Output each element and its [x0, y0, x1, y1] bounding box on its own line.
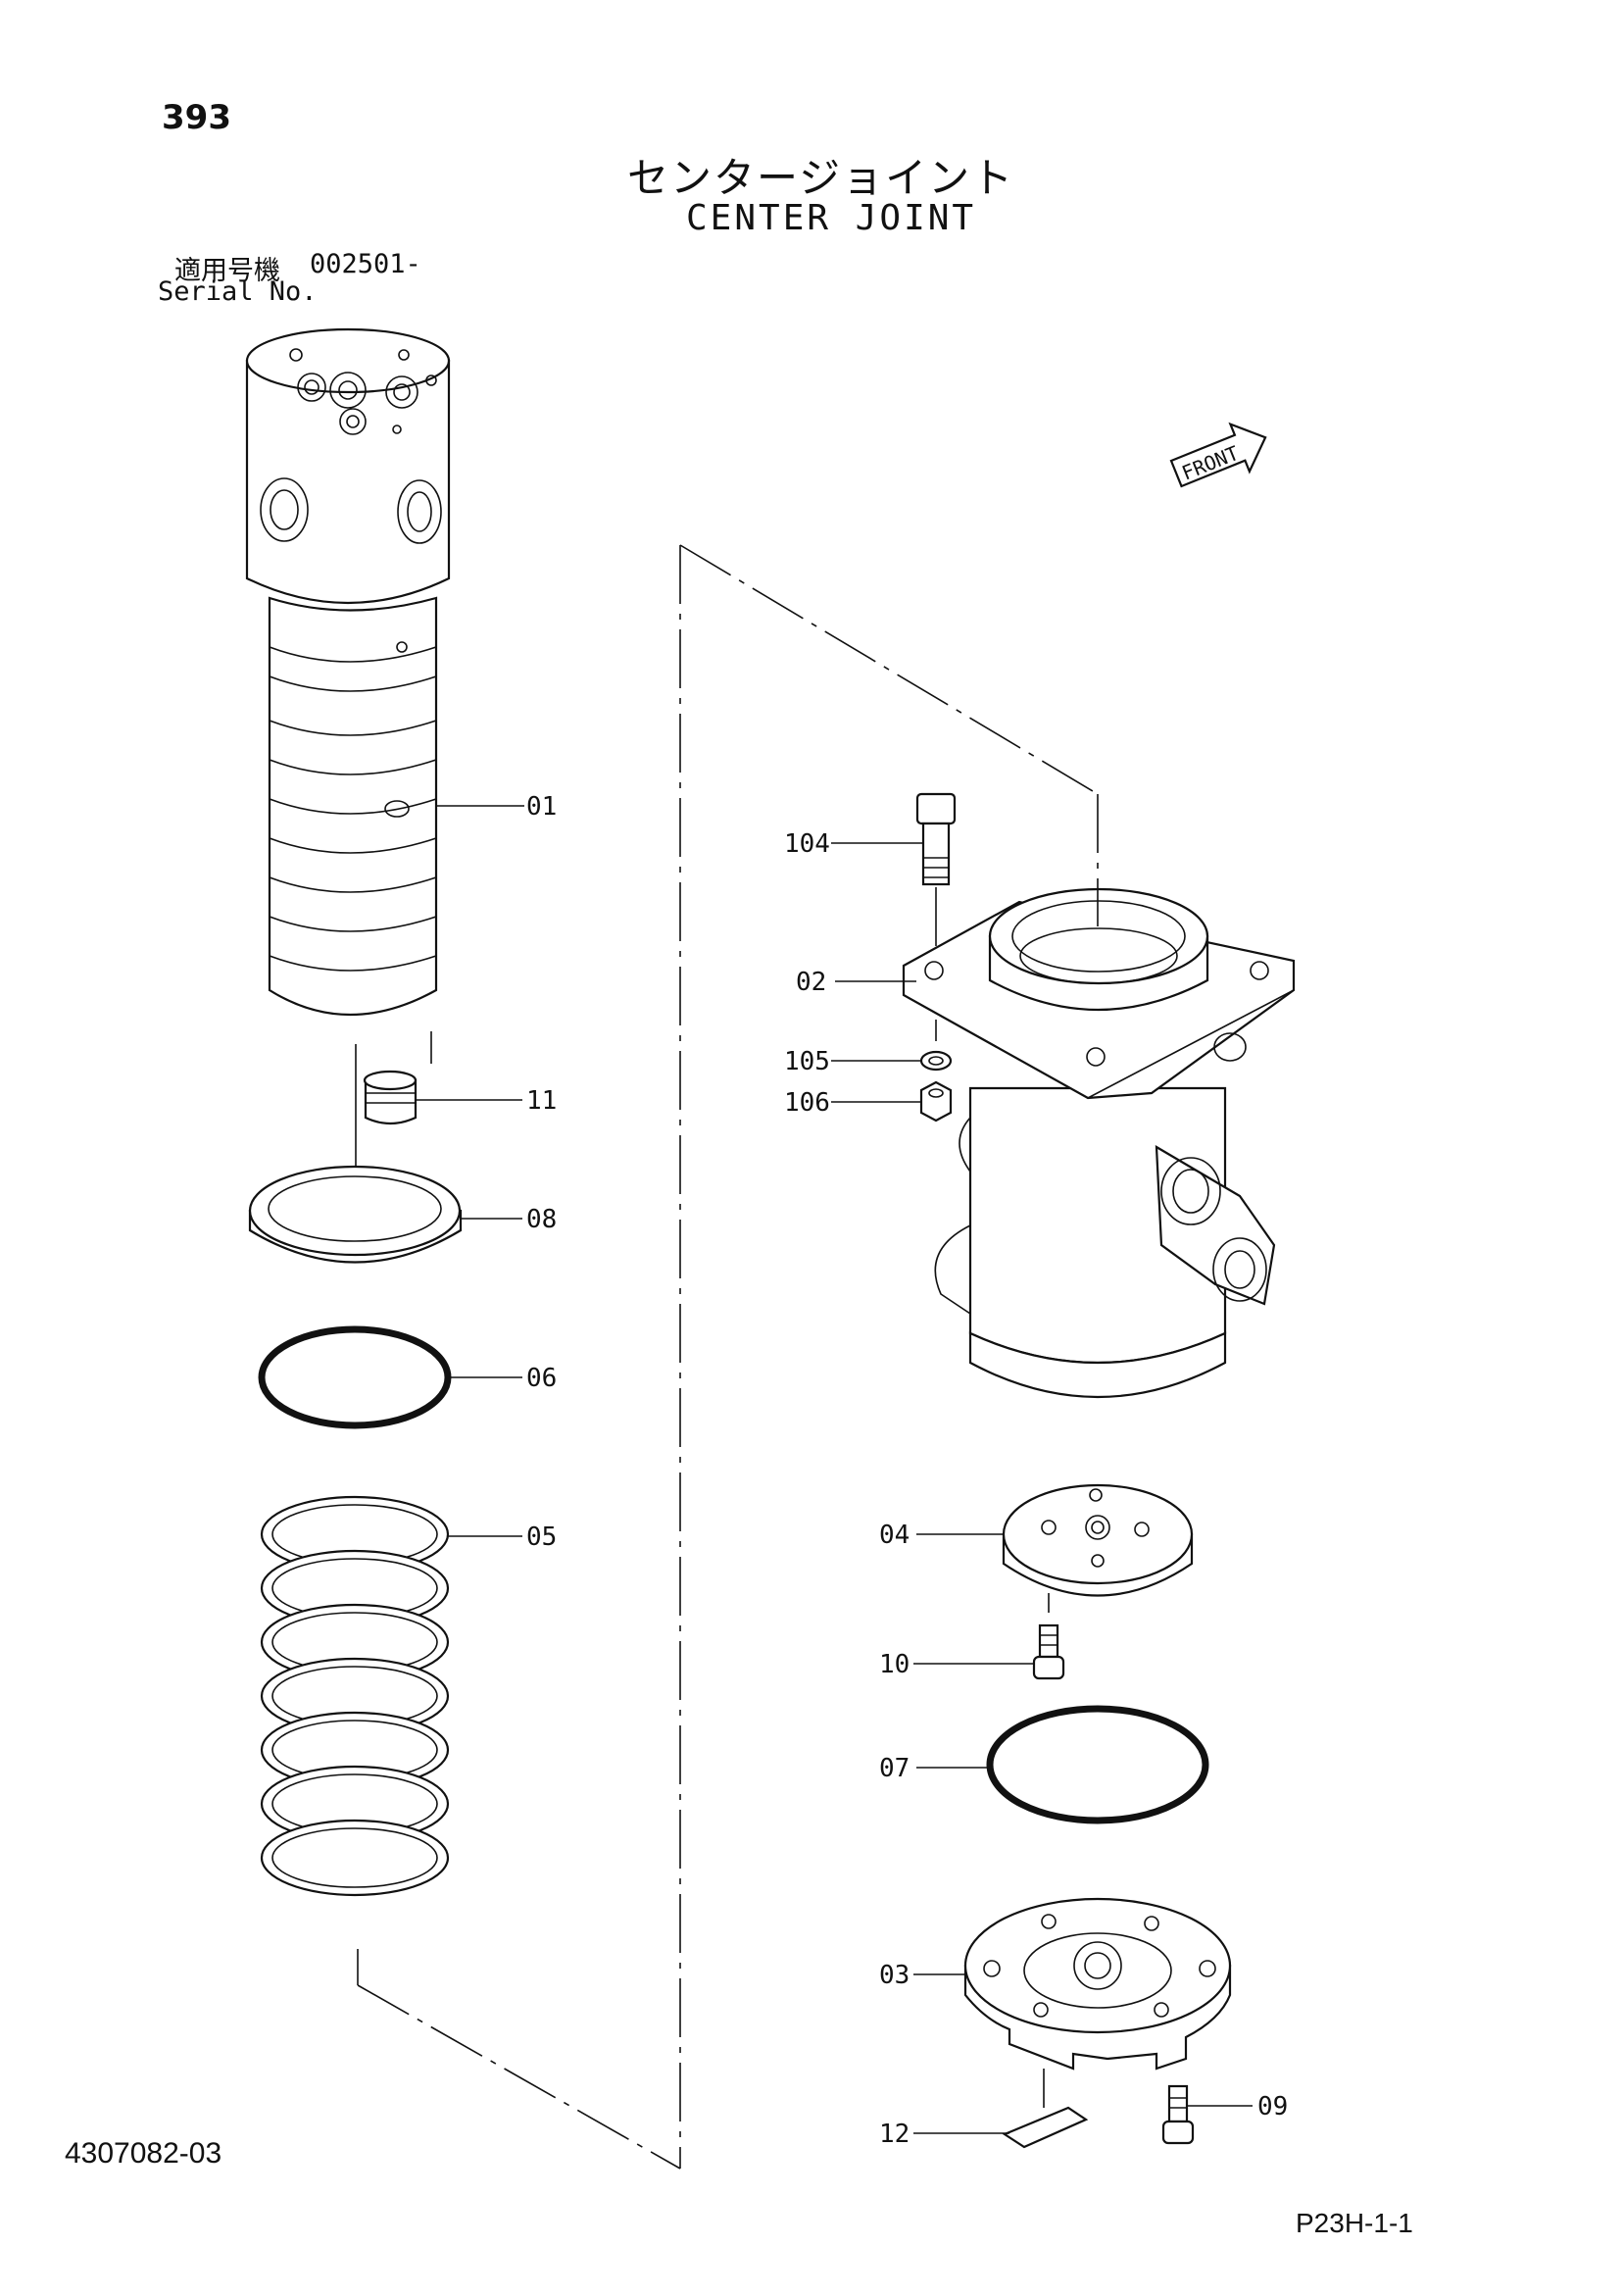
spindle-part-01: [245, 327, 451, 1017]
part-label-01: 01: [526, 792, 557, 822]
part-label-12: 12: [879, 2120, 910, 2149]
part-label-105: 105: [784, 1047, 830, 1076]
page-number: 393: [162, 98, 231, 137]
o-ring-part-06: [258, 1325, 452, 1429]
cover-ring-part-08: [248, 1165, 463, 1264]
part-label-104: 104: [784, 829, 830, 859]
front-arrow-icon: FRONT: [1169, 422, 1267, 488]
document-number: 4307082-03: [65, 2137, 222, 2170]
part-label-07: 07: [879, 1754, 910, 1783]
part-label-106: 106: [784, 1088, 830, 1118]
section-boundary: [357, 544, 1099, 2170]
o-ring-part-07: [986, 1705, 1209, 1824]
part-label-05: 05: [526, 1522, 557, 1552]
part-label-04: 04: [879, 1521, 910, 1550]
page-code: P23H-1-1: [1296, 2208, 1413, 2238]
thrust-plate-part-04: [1002, 1483, 1194, 1597]
screw-part-10: [1032, 1623, 1065, 1680]
cover-part-03: [963, 1897, 1232, 2071]
serial-label-english: Serial No.: [158, 276, 318, 307]
seal-rings-part-05: [260, 1495, 450, 1897]
washer-part-105: [919, 1050, 953, 1072]
serial-label-japanese: 適用号機: [174, 256, 280, 286]
plug-part-11: [363, 1070, 418, 1125]
part-label-02: 02: [796, 968, 826, 997]
part-label-11: 11: [526, 1086, 557, 1116]
screw-part-09: [1161, 2084, 1195, 2145]
part-label-06: 06: [526, 1364, 557, 1393]
nameplate-part-12: [1002, 2106, 1089, 2149]
nut-part-106: [919, 1080, 953, 1123]
title-japanese: センタージョイント: [627, 154, 1015, 202]
part-label-09: 09: [1257, 2092, 1288, 2121]
serial-number-value: 002501-: [310, 249, 421, 279]
part-label-10: 10: [879, 1650, 910, 1679]
part-label-03: 03: [879, 1961, 910, 1990]
body-part-02: [902, 887, 1296, 1398]
bolt-part-104: [915, 792, 957, 886]
part-label-08: 08: [526, 1205, 557, 1234]
title-english: CENTER JOINT: [686, 198, 977, 238]
